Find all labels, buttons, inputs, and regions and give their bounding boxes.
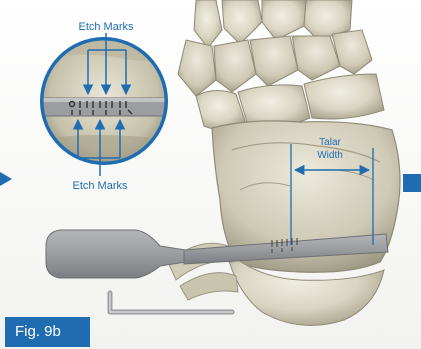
- etch-marks-top-label: Etch Marks: [78, 21, 134, 33]
- figure-label: Fig. 9b: [5, 317, 90, 347]
- page-edge-marker: [403, 174, 421, 192]
- etch-marks-bottom-label: Etch Marks: [72, 180, 128, 192]
- talar-width-label-line1: Talar: [319, 137, 341, 148]
- talar-width-label-line2: Width: [317, 150, 343, 161]
